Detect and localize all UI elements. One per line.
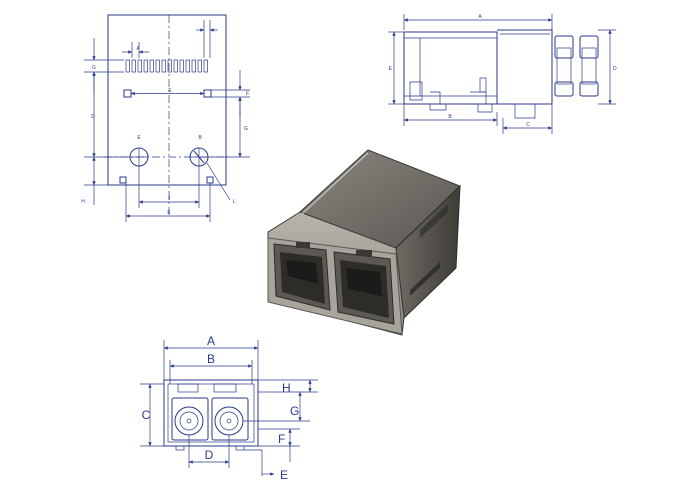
front-ferrule-left [174,406,204,436]
label-a-front: A [207,334,215,348]
label-d-left: D [91,114,95,120]
ferrule-top-right [579,35,599,97]
label-g-right: G [244,126,248,132]
label-b-side: B [448,114,452,120]
label-b-front: B [207,352,215,366]
front-outline [163,379,259,447]
label-e-footprint: E [168,88,172,94]
label-d-front: D [205,448,214,462]
label-g-front: G [290,404,299,418]
pin-row [125,59,208,73]
front-ferrule-right [214,406,244,436]
label-c-front: C [142,408,151,422]
side-body-outline [403,31,498,105]
bottom-pad-left [119,176,127,184]
label-hole-e: E [137,135,141,141]
label-a-side: A [478,14,482,20]
label-f-front: F [278,432,285,446]
side-elevation-view: A B C E D [388,14,617,134]
side-cage-outline [497,29,553,105]
front-elevation-view: A B C D E F G H [140,334,318,482]
label-k-bottom: K [167,210,171,216]
connector-isometric-render [267,149,461,336]
label-e-front: E [280,468,288,482]
port-right [333,250,395,325]
label-j-bottom: J [168,196,171,202]
pcb-footprint-view: A E E B L G [81,14,250,222]
label-g-left: G [92,65,96,71]
label-h-front: H [282,381,291,395]
front-port-right [211,397,249,441]
label-h-left: H [81,199,85,205]
port-left [273,242,331,311]
label-l-leader: L [233,199,236,205]
label-d-side: D [613,66,617,72]
ferrule-top-left [554,35,574,97]
front-port-left [171,397,209,441]
bottom-pad-right [206,176,214,184]
label-hole-b: B [198,135,202,141]
label-e-side: E [389,66,393,72]
footprint-outline [107,14,227,186]
square-pad-left [123,89,132,98]
square-pad-right [203,89,212,98]
label-f-right: F [246,91,249,97]
label-a-footprint: A [136,46,140,52]
label-c-side: C [526,122,530,128]
